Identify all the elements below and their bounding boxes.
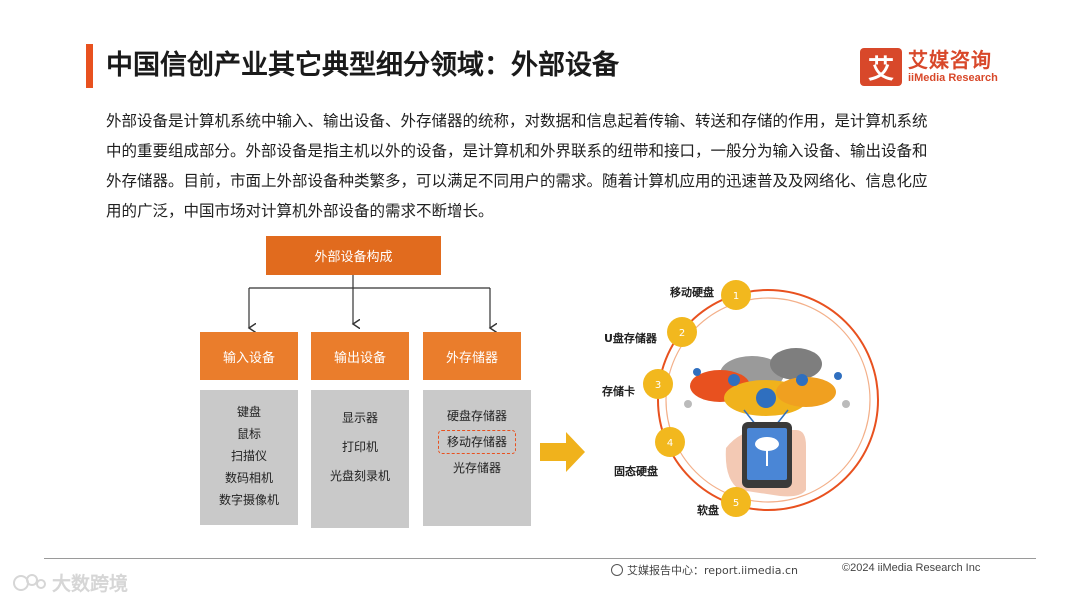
category-external-storage: 外存储器 — [423, 332, 521, 380]
list-item: 扫描仪 — [231, 445, 267, 467]
ring-marker-3: 3 — [643, 369, 673, 399]
watermark-text: 大数跨境 — [52, 569, 128, 596]
ring-label-floppy: 软盘 — [697, 502, 719, 518]
globe-icon — [611, 564, 623, 576]
external-storage-list: 硬盘存储器 移动存储器 光存储器 — [423, 390, 531, 526]
list-item: 光盘刻录机 — [330, 462, 390, 491]
list-item: 光存储器 — [453, 454, 501, 482]
list-item: 打印机 — [342, 433, 378, 462]
output-devices-list: 显示器 打印机 光盘刻录机 — [311, 390, 409, 528]
footer-divider — [44, 558, 1036, 559]
svg-text:4: 4 — [667, 438, 673, 449]
list-item-highlighted: 移动存储器 — [438, 430, 516, 454]
storage-ring-illustration: 1 2 3 4 5 — [600, 280, 900, 530]
footer-source-text: 艾媒报告中心：report.iimedia.cn — [627, 562, 798, 578]
list-item: 数码相机 — [225, 467, 273, 489]
ring-label-usb-drive: U盘存储器 — [604, 330, 657, 346]
list-item: 鼠标 — [237, 423, 261, 445]
list-item: 键盘 — [237, 401, 261, 423]
list-item: 显示器 — [342, 404, 378, 433]
category-input-devices: 输入设备 — [200, 332, 298, 380]
footer-source: 艾媒报告中心：report.iimedia.cn — [611, 562, 798, 578]
phone-in-hand-icon — [726, 422, 806, 496]
ring-label-mobile-hdd: 移动硬盘 — [670, 284, 714, 300]
list-item: 数字摄像机 — [219, 489, 279, 511]
svg-text:3: 3 — [655, 380, 661, 391]
watermark: 大数跨境 — [12, 569, 128, 596]
ring-marker-4: 4 — [655, 427, 685, 457]
category-output-devices: 输出设备 — [311, 332, 409, 380]
ring-marker-2: 2 — [667, 317, 697, 347]
cloud-icon — [684, 348, 850, 430]
watermark-logo-icon — [12, 572, 48, 594]
ring-label-ssd: 固态硬盘 — [614, 463, 658, 479]
svg-text:1: 1 — [733, 291, 739, 302]
ring-marker-1: 1 — [721, 280, 751, 310]
footer-copyright: ©2024 iiMedia Research Inc — [842, 562, 980, 574]
svg-text:5: 5 — [733, 498, 739, 509]
diagram-root-node: 外部设备构成 — [266, 236, 441, 275]
input-devices-list: 键盘 鼠标 扫描仪 数码相机 数字摄像机 — [200, 390, 298, 525]
transition-arrow — [540, 432, 585, 472]
list-item: 硬盘存储器 — [447, 402, 507, 430]
ring-marker-5: 5 — [721, 487, 751, 517]
ring-label-memory-card: 存储卡 — [602, 383, 635, 399]
svg-text:2: 2 — [679, 328, 685, 339]
